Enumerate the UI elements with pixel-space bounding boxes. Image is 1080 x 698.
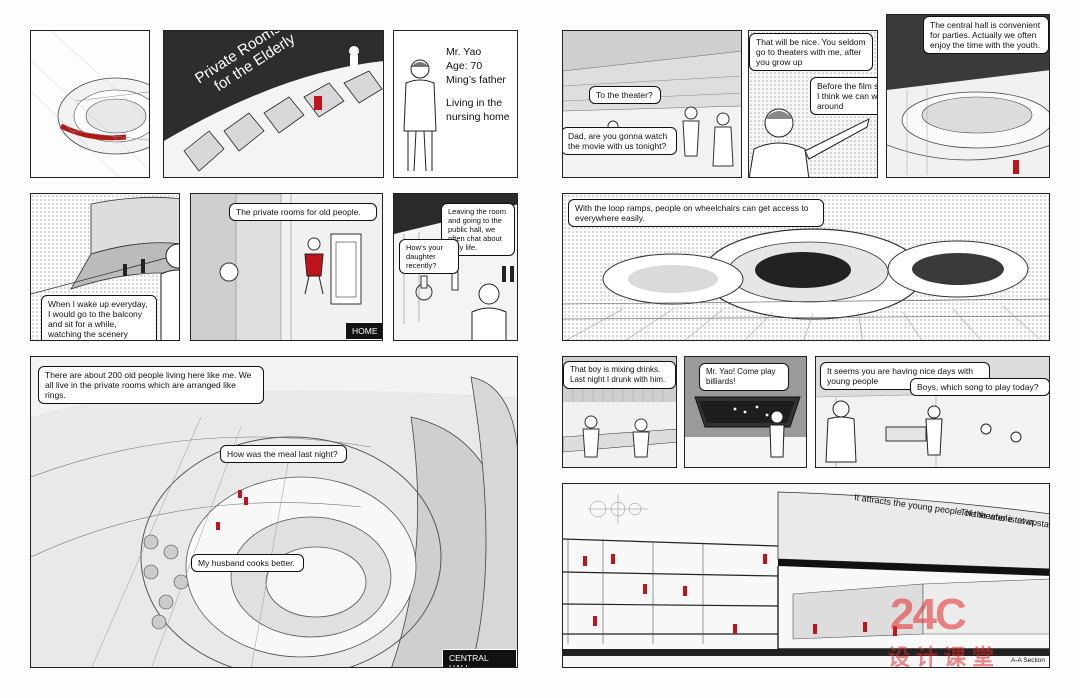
watermark-text: 设计课堂 <box>888 646 1001 671</box>
panel-billiards: Mr. Yao! Come play billiards! <box>684 356 807 468</box>
to-theater-speech-bubble-1: To the theater? <box>589 86 661 104</box>
panel-central-hall-parties: The central hall is convenient for parti… <box>886 14 1050 178</box>
loop-ramps-drawing <box>563 228 1049 340</box>
section-label: A-A Section <box>1011 657 1045 664</box>
home-speech-bubble: The private rooms for old people. <box>229 203 377 221</box>
music-speech-bubble-2: Boys, which song to play today? <box>910 378 1049 396</box>
pointing-speech-bubble-2: Before the film starts, I think we can w… <box>810 77 877 115</box>
panel-mr-yao-pointing: That will be nice. You seldom go to thea… <box>748 30 878 178</box>
mr-yao-place-line1: Living in the <box>446 97 503 109</box>
section-drawing <box>563 491 1049 656</box>
central-hall-drawing <box>31 376 517 667</box>
panel-private-rooms: Private Rooms for the Elderly <box>163 30 384 178</box>
hallway-speech-bubble-2: How’s your daughter recently? <box>399 239 459 274</box>
panel-to-theater: To the theater? Dad, are you gonna watch… <box>562 30 742 178</box>
central-hall-speech-bubble-3: My husband cooks better. <box>191 554 304 572</box>
panel-home: The private rooms for old people. HOME <box>190 193 383 341</box>
mr-yao-age: Age: 70 <box>446 60 483 72</box>
panel-bar: That boy is mixing drinks. Last night I … <box>562 356 677 468</box>
to-theater-speech-bubble-2: Dad, are you gonna watch the movie with … <box>563 127 677 155</box>
building-overview-drawing <box>31 31 149 177</box>
billiards-speech-bubble: Mr. Yao! Come play billiards! <box>699 363 789 391</box>
bar-speech-bubble: That boy is mixing drinks. Last night I … <box>563 361 676 389</box>
panel-building-overview <box>30 30 150 178</box>
parties-speech-bubble: The central hall is convenient for parti… <box>923 16 1049 54</box>
mr-yao-pointing-drawing <box>749 108 870 177</box>
balcony-speech-bubble: When I wake up everyday, I would go to t… <box>41 295 157 340</box>
central-hall-speech-bubble-1: There are about 200 old people living he… <box>38 366 264 404</box>
home-label: HOME <box>345 322 382 340</box>
mr-yao-place-line2: nursing home <box>446 111 510 123</box>
mr-yao-figure <box>403 59 437 172</box>
panel-balcony: When I wake up everyday, I would go to t… <box>30 193 180 341</box>
loop-ramps-speech-bubble: With the loop ramps, people on wheelchai… <box>568 199 824 227</box>
panel-a-a-section: It attracts the young people of the whol… <box>562 483 1050 668</box>
mr-yao-relation: Ming’s father <box>446 74 506 86</box>
watermark-logo: 24C <box>890 590 967 639</box>
central-hall-label: CENTRAL HALL <box>442 649 517 667</box>
panel-loop-ramps: With the loop ramps, people on wheelchai… <box>562 193 1050 341</box>
section-key-diagram <box>588 494 648 524</box>
to-theater-drawing <box>563 31 741 167</box>
central-hall-speech-bubble-2: How was the meal last night? <box>220 445 347 463</box>
home-room-drawing <box>191 194 362 340</box>
mr-yao-name: Mr. Yao <box>446 46 482 58</box>
pointing-speech-bubble-1: That will be nice. You seldom go to thea… <box>749 33 873 71</box>
balcony-drawing <box>31 196 179 340</box>
private-rooms-drawing <box>164 31 383 177</box>
panel-central-hall: There are about 200 old people living he… <box>30 356 518 668</box>
panel-mr-yao-intro: Mr. Yao Age: 70 Ming’s father Living in … <box>393 30 518 178</box>
panel-music: It seems you are having nice days with y… <box>815 356 1050 468</box>
panel-hallway-chat: Leaving the room and going to the public… <box>393 193 518 341</box>
